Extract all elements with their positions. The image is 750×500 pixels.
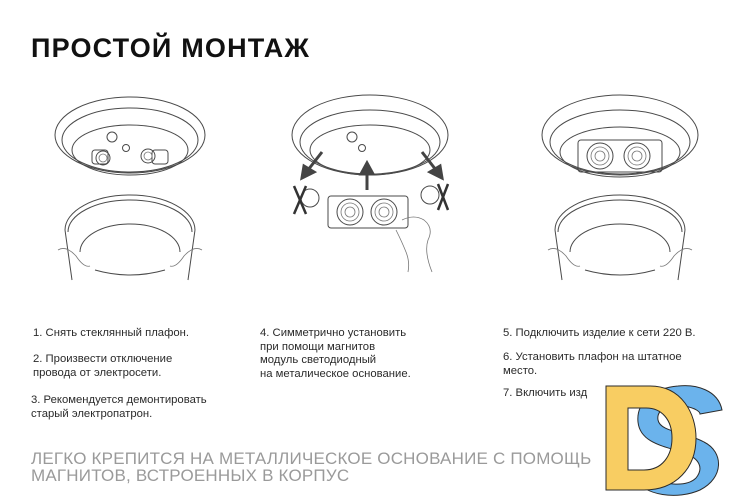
step-1: 1. Снять стеклянный плафон. bbox=[33, 327, 190, 339]
step-6: 6. Установить плафон на штатное место. bbox=[503, 351, 682, 377]
footer-line-1: ЛЕГКО КРЕПИТСЯ НА МЕТАЛЛИЧЕСКОЕ ОСНОВАНИ… bbox=[31, 449, 592, 468]
step-5: 5. Подключить изделие к сети 220 В. bbox=[503, 327, 696, 339]
footer-note: ЛЕГКО КРЕПИТСЯ НА МЕТАЛЛИЧЕСКОЕ ОСНОВАНИ… bbox=[31, 450, 591, 484]
footer-line-2: МАГНИТОВ, ВСТРОЕННЫХ В КОРПУС bbox=[31, 466, 350, 485]
lamp-socket-icon bbox=[91, 149, 111, 166]
step-3: 3. Рекомендуется демонтировать старый эл… bbox=[31, 394, 207, 420]
led-module-icon bbox=[327, 195, 409, 229]
lamp-socket-icon bbox=[140, 148, 169, 165]
page-title: ПРОСТОЙ МОНТАЖ bbox=[31, 33, 311, 63]
arrow-icon bbox=[300, 151, 444, 190]
step-4: 4. Симметрично установить при помощи маг… bbox=[260, 327, 411, 380]
step-7: 7. Включить изд bbox=[503, 387, 588, 399]
logo-d-letter bbox=[605, 385, 697, 491]
ds-logo-icon bbox=[605, 385, 723, 496]
illustration-install-led-module bbox=[291, 94, 450, 273]
step-2: 2. Произвести отключение провода от элек… bbox=[33, 353, 173, 379]
illustration-remove-shade bbox=[54, 96, 206, 281]
removed-socket-x-icon bbox=[292, 185, 320, 215]
led-module-icon bbox=[577, 139, 663, 173]
removed-socket-x-icon bbox=[420, 183, 450, 211]
illustration-reinstall-shade bbox=[541, 94, 699, 281]
